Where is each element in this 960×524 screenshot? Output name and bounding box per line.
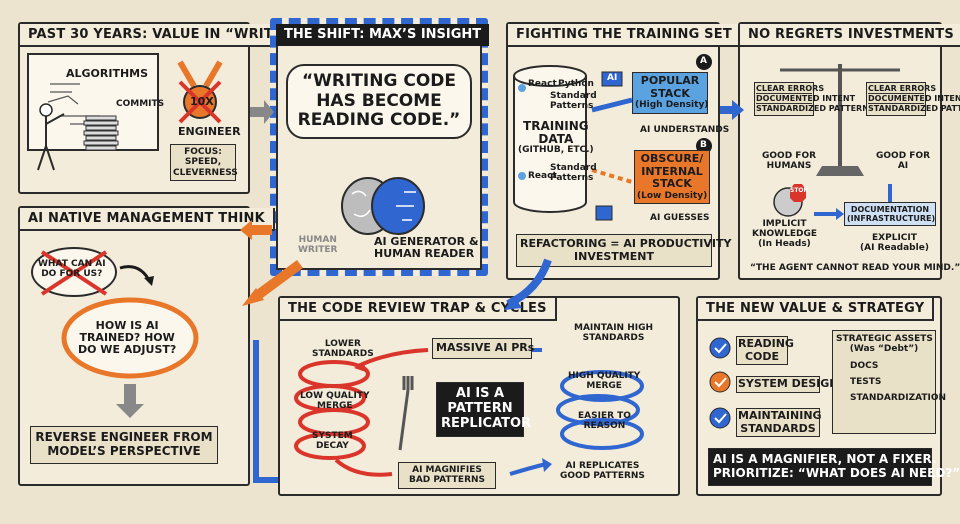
shift-title: THE SHIFT: MAX’S INSIGHT xyxy=(276,24,490,47)
badge-10x: 10x xyxy=(190,95,214,108)
noregrets-panel: NO REGRETS INVESTMENTS CLEAR ERRORS DOCU… xyxy=(738,22,960,280)
past-title: PAST 30 YEARS: VALUE IN “WRITING” xyxy=(20,24,319,47)
good-ai-label: GOOD FOR AI xyxy=(876,151,931,171)
strategy-item-standards: MAINTAINING STANDARDS xyxy=(736,408,822,438)
refactoring-box: REFACTORING = AI PRODUCTIVITY INVESTMENT xyxy=(516,234,731,268)
python-label: Python xyxy=(558,79,594,89)
system-decay-label: SYSTEM DECAY xyxy=(312,431,353,451)
crossed-question: WHAT CAN AI DO FOR US? xyxy=(38,259,106,279)
documentation-box: DOCUMENTATION (INFRASTRUCTURE) xyxy=(844,202,936,227)
review-title: THE CODE REVIEW TRAP & CYCLES xyxy=(280,298,557,321)
review-panel: THE CODE REVIEW TRAP & CYCLES LOWER STAN… xyxy=(278,296,680,496)
obscure-stack-box: OBSCURE/ INTERNAL STACK (Low Density) xyxy=(634,150,710,205)
agent-quote: “THE AGENT CANNOT READ YOUR MIND.” xyxy=(750,263,960,273)
good-humans-label: GOOD FOR HUMANS xyxy=(762,151,817,171)
left-stack: CLEAR ERRORS DOCUMENTED INTENT STANDARDI… xyxy=(754,82,875,116)
noregrets-title: NO REGRETS INVESTMENTS xyxy=(740,24,960,47)
ai-understands-label: AI UNDERSTANDS xyxy=(640,125,730,135)
strategy-item-reading: READING CODE xyxy=(736,336,794,366)
training-question: HOW IS AI TRAINED? HOW DO WE ADJUST? xyxy=(78,319,177,357)
standard-patterns-top: Standard Patterns xyxy=(550,91,597,111)
stop-sign-label: STOP xyxy=(790,187,808,194)
standard-patterns-bottom: Standard Patterns xyxy=(550,163,597,183)
strategic-assets-box: STRATEGIC ASSETS (Was “Debt”) DOCS TESTS… xyxy=(832,330,946,434)
commits-label: COMMITS xyxy=(116,99,165,109)
easier-reason-label: EASIER TO REASON xyxy=(578,411,631,431)
magnifier-footer: AI IS A MAGNIFIER, NOT A FIXER. PRIORITI… xyxy=(708,448,960,486)
training-title: FIGHTING THE TRAINING SET xyxy=(508,24,742,47)
ai-guesses-label: AI GUESSES xyxy=(650,213,710,223)
human-writer-label: HUMAN WRITER xyxy=(298,235,338,255)
marker-b: B xyxy=(700,140,707,150)
lower-standards-label: LOWER STANDARDS xyxy=(312,339,374,359)
reverse-engineer-box: REVERSE ENGINEER FROM MODEL’S PERSPECTIV… xyxy=(30,426,218,464)
ai-reader-label: AI GENERATOR & HUMAN READER xyxy=(374,235,479,261)
native-title: AI NATIVE MANAGEMENT THINK xyxy=(20,208,275,231)
marker-a: A xyxy=(700,56,707,66)
high-quality-merge-label: HIGH QUALITY MERGE xyxy=(568,371,641,391)
ai-tag: AI xyxy=(607,73,618,83)
massive-prs-box: MASSIVE AI PRs xyxy=(432,338,534,359)
low-quality-merge-label: LOW QUALITY MERGE xyxy=(300,391,370,411)
training-panel: FIGHTING THE TRAINING SET React Python S… xyxy=(506,22,742,280)
magnifies-box: AI MAGNIFIES BAD PATTERNS xyxy=(398,462,496,489)
strategy-title: THE NEW VALUE & STRATEGY xyxy=(698,298,935,321)
implicit-knowledge-label: IMPLICIT KNOWLEDGE (In Heads) xyxy=(752,219,817,249)
training-data-label: TRAINING DATA (GITHUB, ETC.) xyxy=(518,119,594,156)
right-stack: CLEAR ERRORS DOCUMENTED INTENT STANDARDI… xyxy=(866,82,960,116)
insight-quote: “WRITING CODE HAS BECOME READING CODE.” xyxy=(286,64,472,139)
pattern-replicator-box: AI IS A PATTERN REPLICATOR xyxy=(436,382,531,437)
past-panel: PAST 30 YEARS: VALUE IN “WRITING” ALGORI… xyxy=(18,22,319,194)
replicates-label: AI REPLICATES GOOD PATTERNS xyxy=(560,461,645,481)
algorithms-label: ALGORITHMS xyxy=(66,67,149,80)
maintain-standards-label: MAINTAIN HIGH STANDARDS xyxy=(574,323,654,343)
react-label-bottom: React xyxy=(528,171,557,181)
focus-box: FOCUS: SPEED, CLEVERNESS xyxy=(170,144,238,182)
strategy-panel: THE NEW VALUE & STRATEGY READING CODE SY… xyxy=(696,296,960,496)
react-label: React xyxy=(528,79,557,89)
explicit-label: EXPLICIT (AI Readable) xyxy=(860,233,929,253)
popular-stack-box: POPULAR STACK (High Density) xyxy=(632,72,708,114)
native-panel: AI NATIVE MANAGEMENT THINK WHAT CAN AI D… xyxy=(18,206,275,486)
shift-panel: THE SHIFT: MAX’S INSIGHT “WRITING CODE H… xyxy=(270,18,490,276)
strategy-item-design: SYSTEM DESIGN xyxy=(736,376,839,393)
engineer-label: ENGINEER xyxy=(178,125,241,138)
